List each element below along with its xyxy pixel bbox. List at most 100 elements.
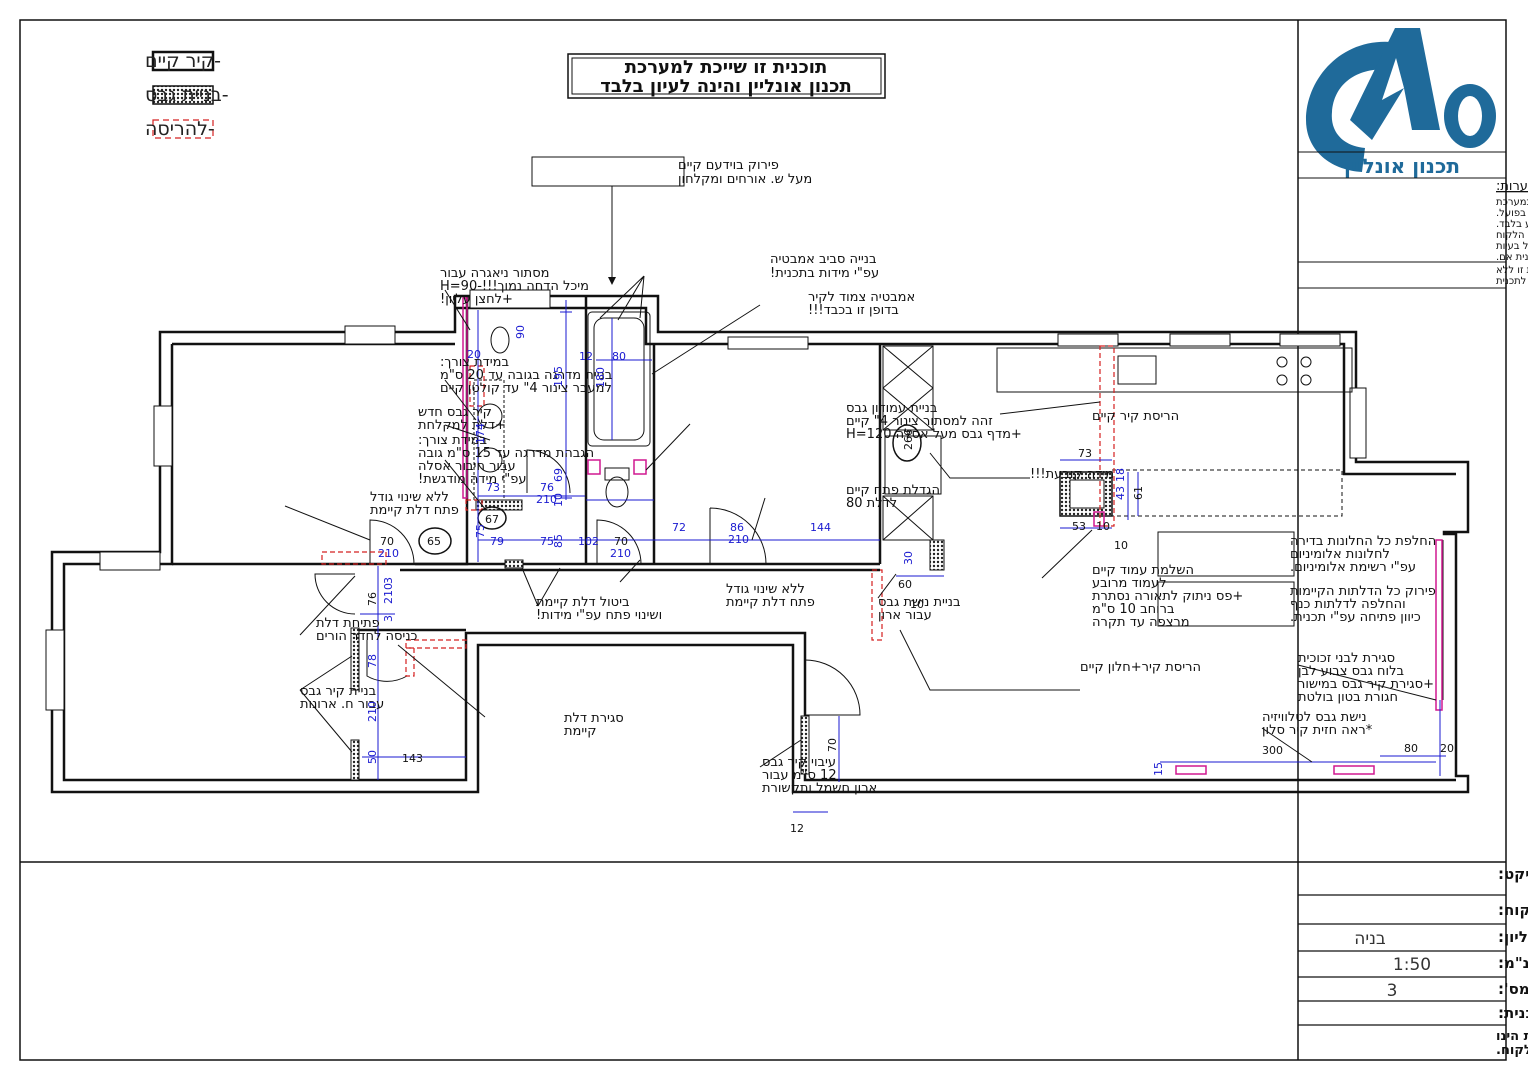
- dim-label: 53: [1072, 520, 1086, 533]
- service-label: שירות מס':: [1498, 980, 1528, 998]
- door-swing: [314, 573, 356, 615]
- note-close-door: קיימת: [564, 724, 596, 739]
- title-box: תוכנית זו שייכת למערכת תכנון אונליין והי…: [567, 53, 886, 99]
- dim-label: 300: [1262, 744, 1283, 757]
- dim-label: 12: [790, 822, 804, 835]
- dim-label: 30: [902, 551, 915, 565]
- note-cancel-door: ושינוי פתח עפ"י מידות!: [536, 608, 662, 623]
- note-doors: פירוק כל הדלתות הקיימות: [1290, 584, 1436, 599]
- note-raise: עפ"י מידה מודגשת!: [418, 472, 527, 487]
- new-drywall: [350, 499, 945, 781]
- title-line-2: תכנון אונליין והינה לעיון בלבד: [600, 76, 852, 97]
- note-line: תכנון אונליין ואין אחריות על המידות בפוע…: [1496, 208, 1528, 219]
- note-enlarge: הגדלת פתח קיים: [846, 483, 940, 498]
- note-line: שימוש בתכנית זו היא באחריותו המלאה של הל…: [1496, 230, 1528, 241]
- dim-label: 76: [540, 481, 554, 494]
- dim-label: 210: [366, 701, 379, 722]
- note-pillar: מרצפה עד תקרה: [1092, 615, 1190, 630]
- dim-label: 195: [552, 366, 565, 387]
- dimension-clouds: [418, 424, 922, 555]
- brand-name: תכנון אונליין: [1344, 154, 1460, 178]
- note-column: זהה למסתור צינור 4" קיים: [846, 414, 993, 429]
- door-swing: [366, 640, 408, 682]
- company-logo-icon: [1306, 28, 1496, 172]
- annotations: פירוק בוידעם קיים מעל ש. אורחים ומקלחון …: [300, 156, 1436, 796]
- note-pillar: לעמוד מרובע: [1092, 576, 1167, 591]
- note-thicken: 12 ס"מ עבור: [762, 768, 837, 783]
- note-raise: עבור חיבור אסלה: [418, 459, 516, 474]
- dim-label: 60: [898, 578, 912, 591]
- dim-label: 69: [552, 468, 565, 482]
- note-column: בניית עמודון גבס: [846, 401, 937, 416]
- dim-label: 76: [366, 592, 379, 606]
- window: [344, 325, 396, 345]
- note-demolish-wall: הריסת קיר+חלון קיים: [1080, 660, 1201, 675]
- note-windows: החלפת כל החלונות בדירה: [1290, 534, 1436, 549]
- dim-label: 72: [672, 521, 686, 534]
- service-value: 3: [1387, 981, 1398, 1001]
- window: [45, 629, 65, 711]
- toilet-icon: [490, 326, 510, 354]
- disclaimer-line: באחריותו המלאה של הלקוח.: [1496, 1043, 1528, 1058]
- note-demolish-existing: הריסת קיר קיים: [1092, 409, 1179, 424]
- note-line: ואו נזקים שיגרמו עקב תכנית אם.: [1496, 252, 1528, 263]
- note-wardrobe-wall: בניית קיר גבס: [300, 684, 376, 699]
- note-windows: עפ"י רשימת אלומיניום.: [1290, 560, 1416, 575]
- dim-label: 174: [474, 423, 487, 444]
- legend-drywall-label: -בניית גבס: [145, 84, 229, 106]
- demolish-marks: [321, 345, 1115, 677]
- legend: -קיר קיים -בניית גבס -להריסה: [145, 50, 229, 140]
- dim-label: 18: [1114, 468, 1127, 482]
- note-pillar: השלמת עמוד קיים: [1092, 563, 1194, 578]
- dim-label: 61: [1132, 486, 1145, 500]
- new-elements: [462, 297, 1443, 775]
- brand-panel: תכנון אונליין הערות: תכנית זו מסתמכת עפ"…: [1298, 28, 1528, 289]
- leader-lines: [284, 186, 1437, 768]
- project-label: פרוייקט:: [1498, 865, 1528, 883]
- note-new-wall: קיר גבס חדש: [418, 405, 492, 420]
- legend-demolish-label: -להריסה: [145, 118, 215, 140]
- note-glass: סגירת לבני זכוכית: [1298, 651, 1395, 666]
- note-new-wall: +דלת למקלחת: [418, 418, 506, 433]
- note-line: תכנית זו מסתמכת עפ"י נתונים שהתקבלו במער…: [1496, 197, 1528, 208]
- note-thicken: ארון חשמל ותקשורת: [762, 781, 877, 796]
- note-cancel-door: ביטול דלת קיימת: [536, 595, 630, 610]
- dim-label: 10: [910, 598, 924, 611]
- dim-label: 3: [382, 577, 395, 584]
- dim-label: 73: [1078, 447, 1092, 460]
- note-glass: חגורת בטון בולטת: [1298, 690, 1398, 705]
- note-tub-wall: בדופן זו בכבד!!!: [808, 303, 899, 318]
- dim-label: 102: [578, 535, 599, 548]
- dim-label: 70: [614, 535, 628, 548]
- dim-label: 210: [378, 547, 399, 560]
- note-line: תכנית זו היא בגדר המלצת ביצוע בלבד.: [1496, 219, 1528, 230]
- note-enlarge: לדלת 80: [846, 496, 897, 511]
- note-bidet: פירוק בוידעם קיים: [678, 158, 779, 173]
- dim-label: 73: [486, 481, 500, 494]
- dim-label: 180: [594, 367, 607, 388]
- title-block: פרוייקט: שם לקוח: תוכן גיליון: בניה קנ"מ…: [1298, 865, 1528, 1058]
- note-close-door: סגירת דלת: [564, 711, 624, 726]
- dim-label: 15: [1152, 762, 1165, 776]
- scale-label: קנ"מ:: [1498, 954, 1528, 972]
- dim-label: 210: [610, 547, 631, 560]
- dim-label: 80: [612, 350, 626, 363]
- note-fixed-dim: מידה קובעת!!!: [1030, 467, 1114, 482]
- window: [1349, 387, 1367, 459]
- toilet-icon: [605, 476, 629, 508]
- door-swing: [369, 519, 415, 565]
- dim-label: 12: [579, 350, 593, 363]
- note-niche-closet: עבור ארון: [878, 608, 932, 623]
- note-bidet: מעל ש. אורחים ומקלחון: [678, 172, 812, 187]
- note-no-change-left: פתח דלת קיימת: [370, 503, 459, 518]
- note-open-door: כניסה לחדר הורים: [316, 629, 418, 644]
- note-thicken: עיבוי קיר גבס: [762, 755, 836, 770]
- note-bath-frame: בנייה סביב אמבטיה: [770, 252, 877, 267]
- dim-label: 20: [467, 348, 481, 361]
- window: [469, 289, 551, 309]
- note-raise: הגבהת מדרגה עד 15 ס"מ גובה: [418, 446, 594, 461]
- note-glass: בלוח גבס צבוע לבן: [1298, 664, 1404, 679]
- note-wardrobe-wall: עבור ח. ארונות: [300, 697, 384, 712]
- sheet-label: תוכן גיליון:: [1498, 928, 1528, 946]
- dimension-lines: [360, 300, 1446, 813]
